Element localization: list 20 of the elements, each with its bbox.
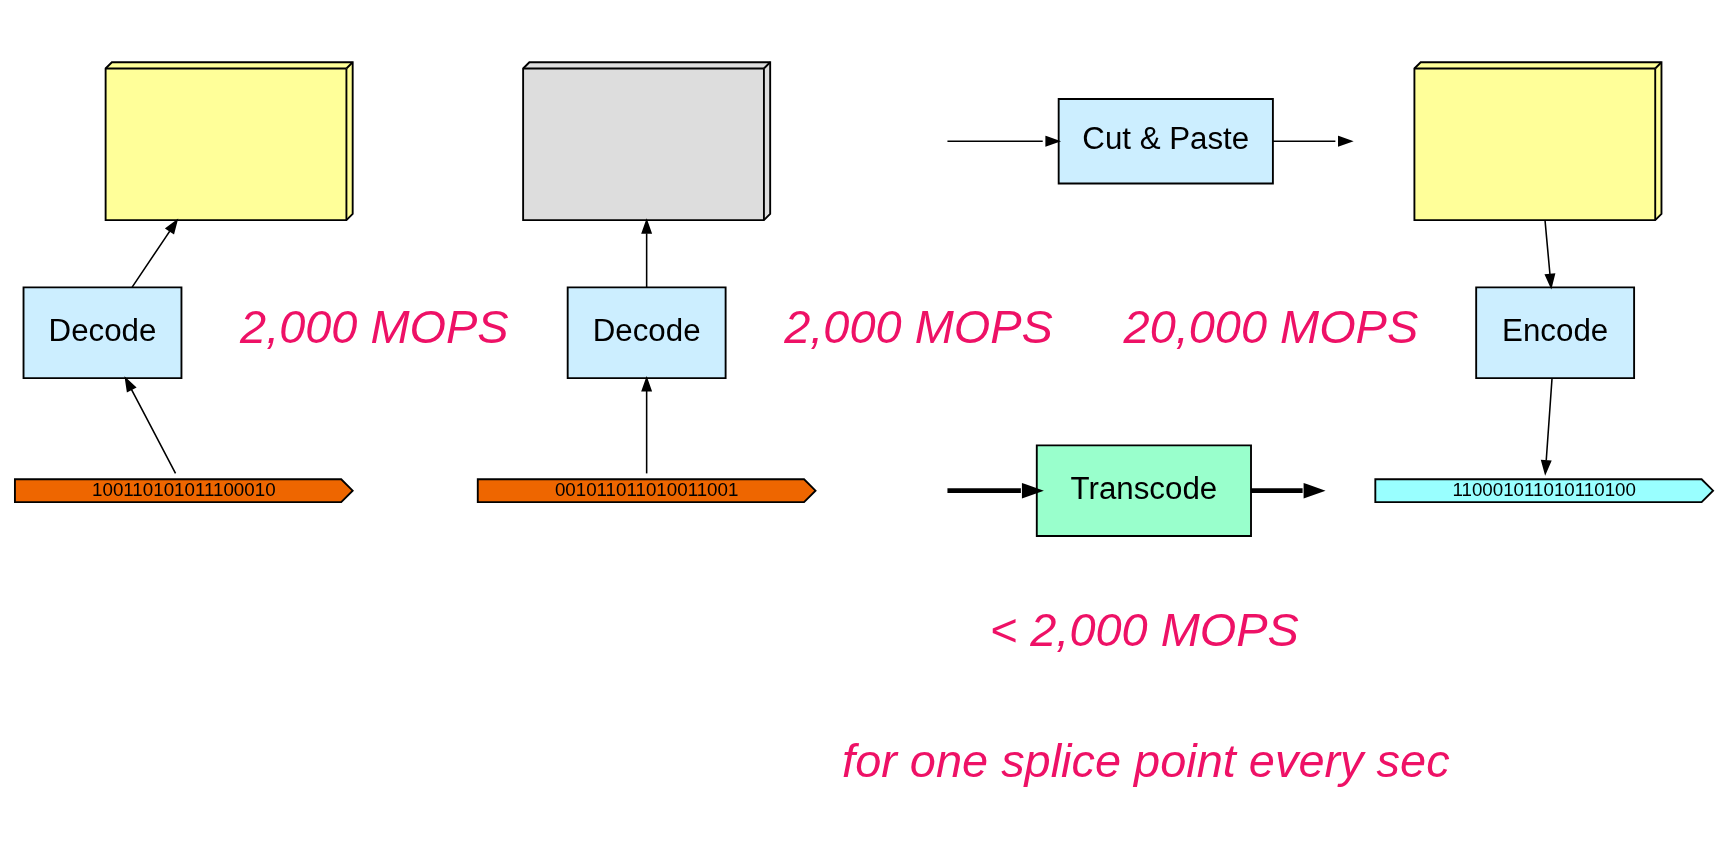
node-box: Transcode: [1035, 443, 1252, 537]
arrow: [1272, 135, 1354, 147]
label: for one splice point every sec: [842, 734, 1450, 787]
arrow: [131, 218, 179, 288]
arrow: [124, 375, 177, 474]
label: < 2,000 MOPS: [989, 603, 1299, 656]
arrow: [1544, 219, 1556, 289]
arrow: [946, 135, 1062, 147]
label: 20,000 MOPS: [1123, 300, 1419, 353]
arrow: [1540, 377, 1553, 476]
arrow: [641, 375, 653, 474]
label: 2,000 MOPS: [784, 300, 1053, 353]
arrow: [1251, 482, 1326, 498]
arrow: [641, 217, 653, 288]
node-box: Decode: [566, 286, 727, 379]
label: 2,000 MOPS: [240, 300, 509, 353]
node-box: Encode: [1475, 286, 1636, 379]
arrow: [947, 482, 1044, 498]
node-box: Decode: [22, 286, 183, 379]
node-box: Cut & Paste: [1057, 97, 1274, 184]
